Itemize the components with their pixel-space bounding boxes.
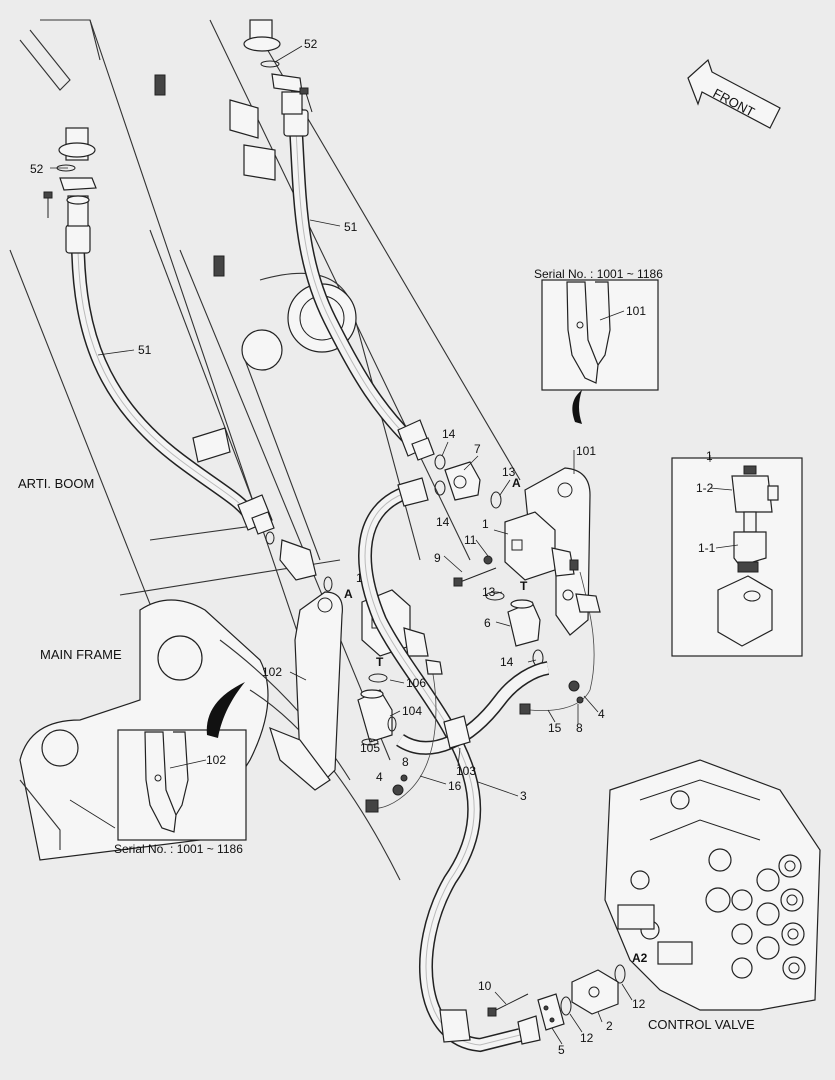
callout-3: 3 (520, 789, 527, 803)
fitting-left-connector (279, 539, 317, 581)
callout-14-mid: 14 (436, 515, 450, 529)
bolt-9 (453, 567, 497, 587)
leader-lines (50, 45, 739, 1045)
harness-16 (365, 659, 443, 813)
callout-14-top: 14 (442, 427, 456, 441)
port-mark-a2: A2 (632, 951, 648, 965)
callout-5: 5 (558, 1043, 565, 1057)
inset-arrow-101 (572, 390, 582, 424)
callout-10: 10 (478, 979, 492, 993)
inset-102 (117, 729, 247, 841)
callout-51-right: 51 (344, 220, 358, 234)
port-mark-t-upper: T (520, 579, 528, 593)
callout-1-left-block: 1 (356, 571, 363, 585)
callout-102-bracket: 102 (262, 665, 282, 679)
serial-number-top: Serial No. : 1001 ~ 1186 (534, 267, 663, 281)
bolt-10 (487, 993, 529, 1017)
callout-7: 7 (474, 442, 481, 456)
inset-101 (541, 279, 659, 391)
callout-13-mid: 13 (482, 585, 496, 599)
callout-52-right: 52 (304, 37, 318, 51)
callout-103: 103 (456, 764, 476, 778)
control-valve-label: CONTROL VALVE (648, 1017, 755, 1032)
control-valve-assembly (604, 759, 821, 1011)
callout-52-left: 52 (30, 162, 44, 176)
callout-14-low: 14 (500, 655, 514, 669)
port-mark-t-left: T (376, 655, 384, 669)
hose-51-left (65, 224, 275, 535)
fitting-7 (444, 461, 481, 501)
flange-fitting-left (43, 127, 97, 227)
hose-3 (358, 477, 541, 1053)
bracket-102 (269, 591, 343, 791)
callout-106: 106 (406, 676, 426, 690)
boom-pin-lower (241, 329, 283, 371)
fitting-104 (357, 689, 393, 743)
callout-1-inset: 1 (706, 449, 713, 463)
callout-16: 16 (448, 779, 462, 793)
callout-102-inset: 102 (206, 753, 226, 767)
callout-8-left: 8 (402, 755, 409, 769)
callout-101-inset: 101 (626, 304, 646, 318)
valve-block-1-upper (504, 511, 579, 581)
callout-2: 2 (606, 1019, 613, 1033)
callout-12-left: 12 (580, 1031, 594, 1045)
fitting-6 (507, 599, 541, 647)
callout-12-right: 12 (632, 997, 646, 1011)
callout-6: 6 (484, 616, 491, 630)
callout-4-right: 4 (598, 707, 605, 721)
callout-105: 105 (360, 741, 380, 755)
callout-1-1: 1-1 (698, 541, 716, 555)
flange-fitting-5 (537, 993, 565, 1031)
adapter-block-2 (571, 969, 619, 1015)
callout-15: 15 (548, 721, 562, 735)
port-mark-a-upper: A (512, 476, 521, 490)
callout-51-left: 51 (138, 343, 152, 357)
callout-1-upper-block: 1 (482, 517, 489, 531)
valve-port-block (617, 904, 655, 930)
callout-1-2: 1-2 (696, 481, 714, 495)
inset-solenoid-1 (671, 457, 803, 657)
callout-8-right: 8 (576, 721, 583, 735)
callout-101-bracket: 101 (576, 444, 596, 458)
hose-51-right (283, 109, 435, 461)
callout-11: 11 (464, 533, 477, 547)
callout-104: 104 (402, 704, 422, 718)
callout-13-top: 13 (502, 465, 516, 479)
screws (392, 555, 584, 796)
harness-15 (519, 571, 601, 715)
flange-fitting-right (243, 19, 313, 115)
spool-caps (731, 854, 806, 980)
serial-number-bottom: Serial No. : 1001 ~ 1186 (114, 842, 243, 856)
callout-4-left: 4 (376, 770, 383, 784)
arti-boom-label: ARTI. BOOM (18, 476, 94, 491)
front-arrow: FRONT (687, 58, 781, 129)
main-frame-label: MAIN FRAME (40, 647, 122, 662)
inset-arrow-102 (206, 682, 245, 738)
port-mark-a-left: A (344, 587, 353, 601)
hose-103 (396, 661, 550, 755)
callout-9: 9 (434, 551, 441, 565)
